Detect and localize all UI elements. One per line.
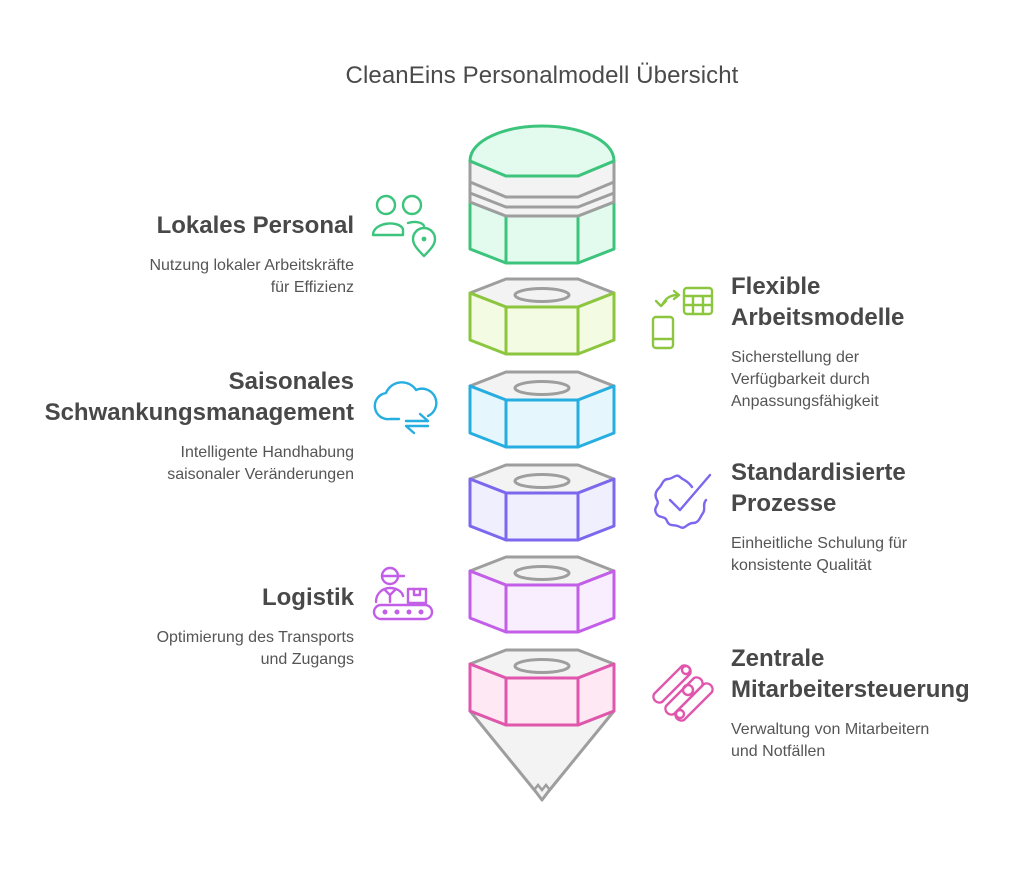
diagram-title: CleanEins Personalmodell Übersicht xyxy=(345,62,739,89)
worker-conveyor-icon xyxy=(372,566,434,621)
nut-hole xyxy=(513,380,571,396)
nut-front-face xyxy=(504,676,580,727)
nut-right-face xyxy=(576,569,616,634)
layer-heading: Saisonales Schwankungsmanagement xyxy=(44,368,354,426)
layer-heading: Lokales Personal xyxy=(156,212,354,239)
nut-standardisierte-prozesse xyxy=(468,463,616,542)
sliders-diagonal-icon xyxy=(652,664,714,722)
layer-heading: Logistik xyxy=(261,584,354,611)
nut-front-face xyxy=(504,491,580,542)
layer-description: Nutzung lokaler Arbeitskräfte für Effizi… xyxy=(149,257,354,296)
layer-zentrale-mitarbeitersteuerung: Zentrale Mitarbeitersteuerung Verwaltung… xyxy=(731,643,970,763)
layer-saisonales-schwankungsmanagement: Saisonales Schwankungsmanagement Intelli… xyxy=(45,366,354,486)
crown-dome xyxy=(468,124,616,178)
layer-standardisierte-prozesse: Standardisierte Prozesse Einheitliche Sc… xyxy=(731,457,907,577)
layer-heading: Flexible Arbeitsmodelle xyxy=(731,273,905,331)
nut-saisonales-schwankungsmanagement xyxy=(468,370,616,449)
layer-logistik: Logistik Optimierung des Transports und … xyxy=(157,582,354,671)
people-location-icon xyxy=(371,194,437,258)
nut-hole xyxy=(513,287,571,303)
nut-zentrale-mitarbeitersteuerung xyxy=(468,648,616,802)
mobile-sync-calendar-icon xyxy=(651,286,714,350)
cloud-sync-icon xyxy=(373,381,438,435)
layer-heading: Standardisierte Prozesse xyxy=(731,459,906,517)
layer-description: Verwaltung von Mitarbeitern und Notfälle… xyxy=(731,721,930,760)
nut-right-face xyxy=(576,291,616,356)
layer-description: Einheitliche Schulung für konsistente Qu… xyxy=(731,535,908,574)
nut-right-face xyxy=(576,662,616,727)
nut-logistik xyxy=(468,555,616,634)
layer-description: Sicherstellung der Verfügbarkeit durch A… xyxy=(731,349,879,410)
nut-front-face xyxy=(504,398,580,449)
nut-hole xyxy=(513,658,571,674)
nut-flexible-arbeitsmodelle xyxy=(468,277,616,356)
layer-description: Optimierung des Transports und Zugangs xyxy=(156,629,354,668)
crown-segment xyxy=(468,124,616,265)
verified-badge-icon xyxy=(654,473,712,529)
layer-flexible-arbeitsmodelle: Flexible Arbeitsmodelle Sicherstellung d… xyxy=(731,271,904,413)
nut-hole xyxy=(513,565,571,581)
nut-hole xyxy=(513,473,571,489)
layer-heading: Zentrale Mitarbeitersteuerung xyxy=(731,645,970,703)
layer-lokales-personal: Lokales Personal Nutzung lokaler Arbeits… xyxy=(149,210,354,299)
nut-right-face xyxy=(576,477,616,542)
nut-front-face xyxy=(504,305,580,356)
layer-description: Intelligente Handhabung saisonaler Verän… xyxy=(167,444,354,483)
nut-front-face xyxy=(504,583,580,634)
nut-right-face xyxy=(576,384,616,449)
